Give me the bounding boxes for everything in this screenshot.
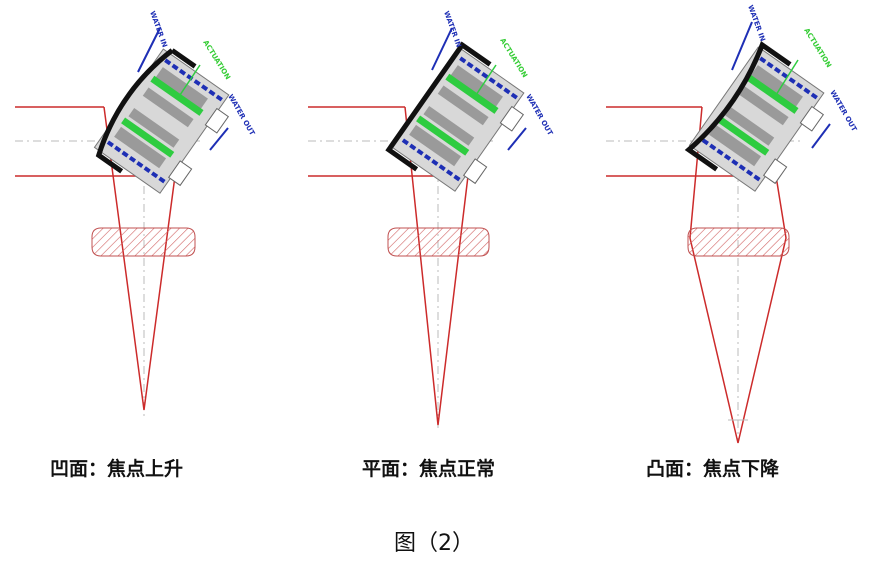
- water-out-label: WATER OUT: [524, 93, 554, 137]
- actuation-channel-1: [745, 73, 799, 114]
- figure-caption: 图（2）: [394, 531, 474, 556]
- panel-concave: WATER IN ACTUATION WATER OUT 凹面：焦点上升: [15, 10, 256, 480]
- mirror-assembly: [385, 41, 525, 192]
- panel-flat: WATER IN ACTUATION WATER OUT 平面：焦点正常: [308, 10, 554, 480]
- actuation-channel-2: [716, 115, 770, 156]
- actuation-label: ACTUATION: [201, 39, 232, 81]
- mirror-assembly: [684, 41, 825, 192]
- panel-label: 凸面：焦点下降: [646, 457, 780, 480]
- actuation-label: ACTUATION: [802, 27, 833, 69]
- water-in-label: WATER IN: [148, 10, 169, 49]
- mirror-frame: [684, 41, 792, 172]
- panel-label: 凹面：焦点上升: [50, 457, 183, 480]
- reflected-beam: [404, 106, 469, 426]
- actuation-channel-2: [121, 117, 175, 158]
- focusing-lens: [687, 227, 790, 257]
- mirror-frame: [385, 41, 492, 172]
- water-channel-2: [401, 138, 462, 182]
- actuation-channel-1: [150, 75, 204, 116]
- actuation-channel-2: [416, 115, 470, 156]
- focusing-lens: [91, 227, 196, 257]
- actuation-channel-1: [445, 73, 499, 114]
- panel-convex: WATER IN ACTUATION WATER OUT 凸面：焦点下降: [606, 4, 858, 480]
- water-out-label: WATER OUT: [226, 93, 256, 137]
- water-channel-2: [106, 140, 167, 184]
- water-channel-1: [164, 58, 224, 102]
- actuation-label: ACTUATION: [498, 37, 529, 79]
- mirror-assembly: [93, 48, 230, 194]
- panel-label: 平面：焦点正常: [362, 457, 495, 480]
- reflected-beam: [689, 106, 787, 444]
- mirror-frame: [95, 48, 174, 174]
- water-channel-2: [701, 138, 762, 182]
- water-out-label: WATER OUT: [828, 89, 858, 133]
- water-channel-1: [459, 56, 519, 100]
- water-channel-1: [759, 56, 819, 100]
- focusing-lens: [387, 227, 490, 257]
- water-in-label: WATER IN: [746, 4, 767, 43]
